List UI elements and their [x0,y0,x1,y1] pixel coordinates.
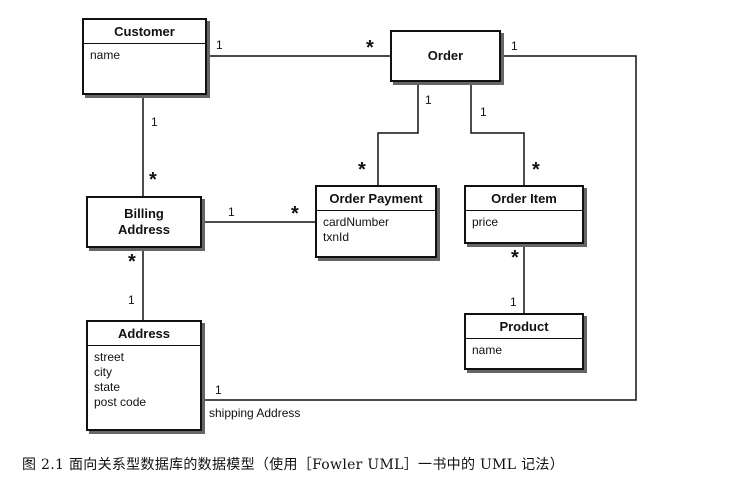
line-order-shipping [202,55,637,401]
class-billing-address-name-line1: Billing [124,206,164,221]
mult-order-shipping-order: 1 [511,39,518,53]
mult-customer-order-customer: 1 [216,38,223,52]
class-address-name: Address [88,322,200,346]
class-customer-attributes: name [84,44,205,67]
class-customer-name: Customer [84,20,205,44]
role-shipping-address: shipping Address [209,406,301,420]
attribute-street: street [94,350,125,364]
class-order-item-attributes: price [466,211,582,234]
attribute-price: price [472,215,499,229]
class-product-attributes: name [466,339,582,362]
attribute-post-code: post code [94,395,147,409]
class-address-attributes: street city state post code [88,346,200,414]
attribute-name: name [90,48,121,62]
attribute-cardnumber: cardNumber [323,215,390,229]
mult-billing-address-billing: * [128,251,136,273]
mult-order-shipping-address: 1 [215,383,222,397]
attribute-state: state [94,380,121,394]
class-order: Order [390,30,501,82]
mult-customer-order-order: * [366,37,374,59]
attribute-product-name: name [472,343,503,357]
mult-billing-address-address: 1 [128,293,135,307]
mult-billing-payment-billing: 1 [228,205,235,219]
mult-customer-billing-customer: 1 [151,115,158,129]
line-order-item [470,82,525,185]
class-address: Address street city state post code [86,320,202,431]
figure-caption: 图 2.1 面向关系型数据库的数据模型（使用［Fowler UML］一书中的 U… [22,457,564,473]
class-product-name: Product [466,315,582,339]
attribute-txnid: txnId [323,230,350,244]
mult-item-product-item: * [511,247,519,269]
mult-order-item-order: 1 [480,105,487,119]
mult-order-payment-order: 1 [425,93,432,107]
class-order-payment-name: Order Payment [317,187,435,211]
class-order-item: Order Item price [464,185,584,244]
class-order-payment-attributes: cardNumber txnId [317,211,435,249]
mult-order-item-item: * [532,159,540,181]
mult-item-product-product: 1 [510,295,517,309]
class-order-item-name: Order Item [466,187,582,211]
mult-customer-billing-billing: * [149,169,157,191]
line-order-payment [377,82,419,185]
class-product: Product name [464,313,584,370]
class-billing-address-name-line2: Address [117,222,171,237]
class-order-payment: Order Payment cardNumber txnId [315,185,437,258]
attribute-city: city [94,365,112,379]
class-order-name: Order [427,48,464,63]
class-billing-address-name: Billing Address [88,198,200,246]
mult-order-payment-payment: * [358,159,366,181]
class-customer: Customer name [82,18,207,95]
class-billing-address: Billing Address [86,196,202,248]
mult-billing-payment-payment: * [291,203,299,225]
